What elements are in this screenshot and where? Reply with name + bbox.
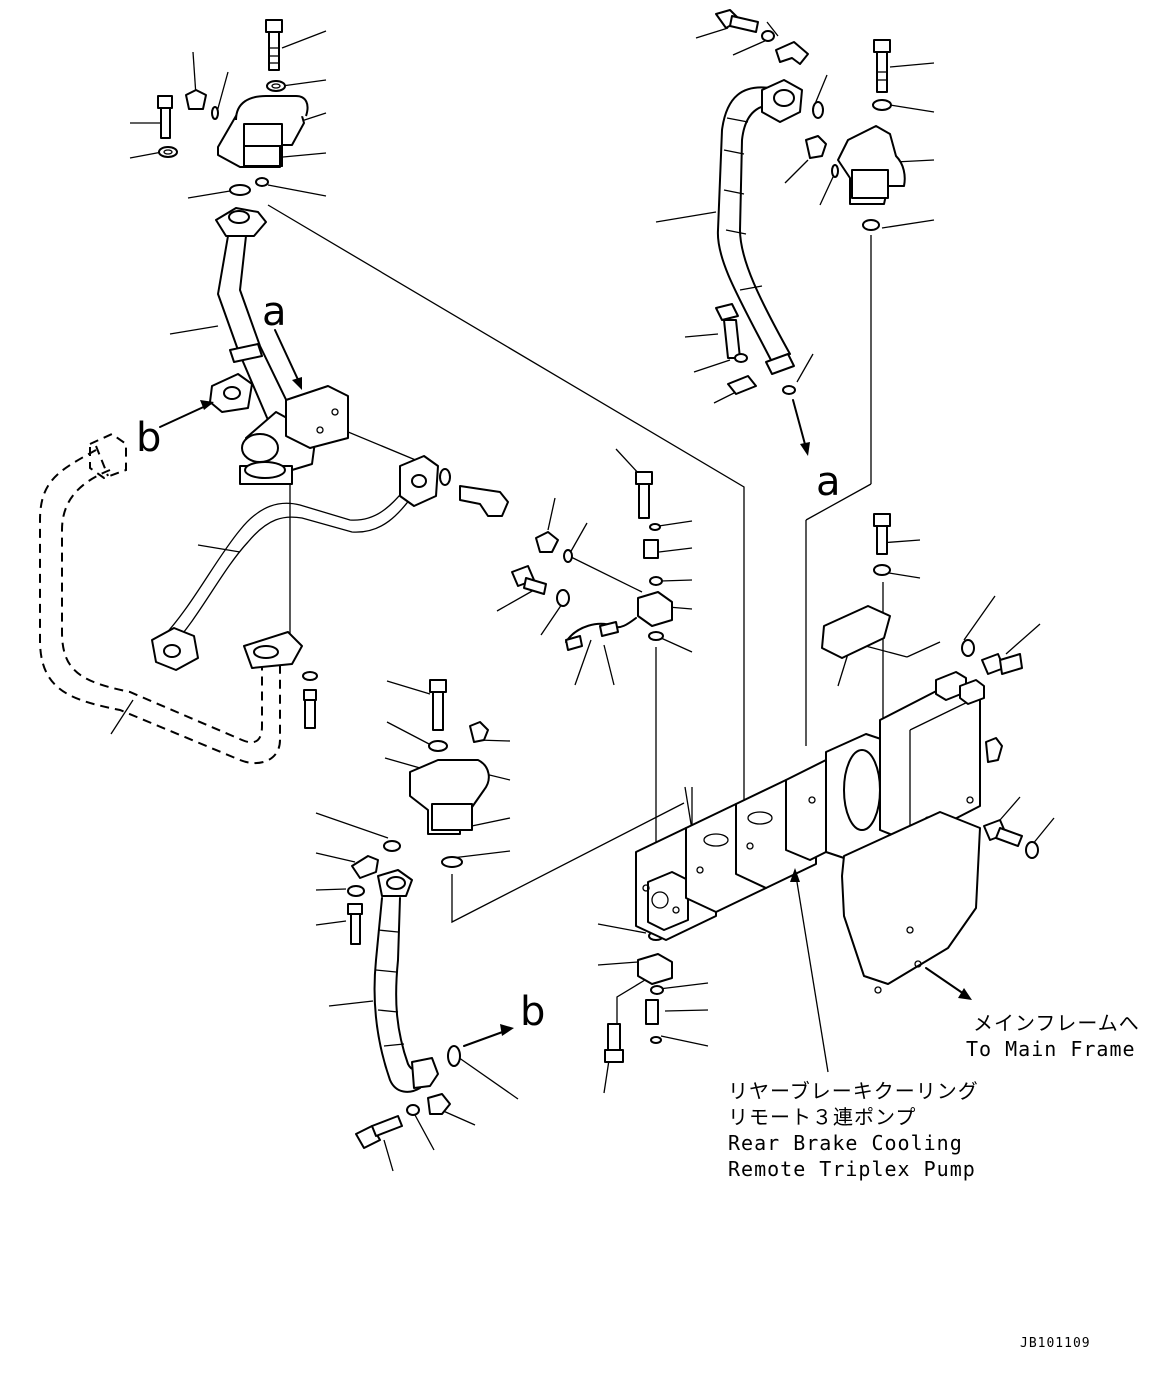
callout-b-bottom: b (520, 989, 546, 1035)
pump-label-jp-1: リヤーブレーキクーリング (728, 1079, 979, 1103)
dashed-pipe-route (39, 432, 281, 765)
main-frame-label-en: To Main Frame (966, 1037, 1136, 1061)
lower-middle-elbow-assembly (383, 679, 490, 868)
callout-a-bottom: a (816, 459, 841, 505)
a-callout-arrow-bottom (792, 399, 810, 456)
drawing-number: JB101109 (1020, 1336, 1091, 1351)
left-suction-pipe (209, 207, 349, 485)
top-left-elbow-assembly (157, 19, 309, 196)
lower-hose (347, 855, 461, 1149)
triplex-pump (635, 513, 1039, 994)
top-right-hose (715, 9, 839, 395)
main-frame-label-jp: メインフレームへ (973, 1011, 1140, 1035)
pump-label-en-2: Remote Triplex Pump (728, 1157, 976, 1181)
main-frame-arrow (925, 967, 972, 1000)
top-right-elbow-assembly (837, 39, 906, 231)
b-callout-arrow-bottom (463, 1024, 514, 1047)
a-callout-arrow (274, 329, 302, 390)
callout-b-left: b (136, 415, 162, 461)
callout-a-top: a (262, 289, 287, 335)
bottom-center-fittings (604, 931, 673, 1063)
pump-leader-arrow (790, 868, 829, 1073)
b-callout-arrow-left (159, 400, 214, 428)
connection-lines (267, 204, 941, 1025)
middle-pressure-pipe (151, 455, 509, 729)
center-valve-assembly (511, 471, 673, 651)
pump-label-en-1: Rear Brake Cooling (728, 1131, 963, 1155)
leader-lines (110, 21, 1055, 1172)
pump-label-jp-2: リモート３連ポンプ (728, 1105, 917, 1129)
